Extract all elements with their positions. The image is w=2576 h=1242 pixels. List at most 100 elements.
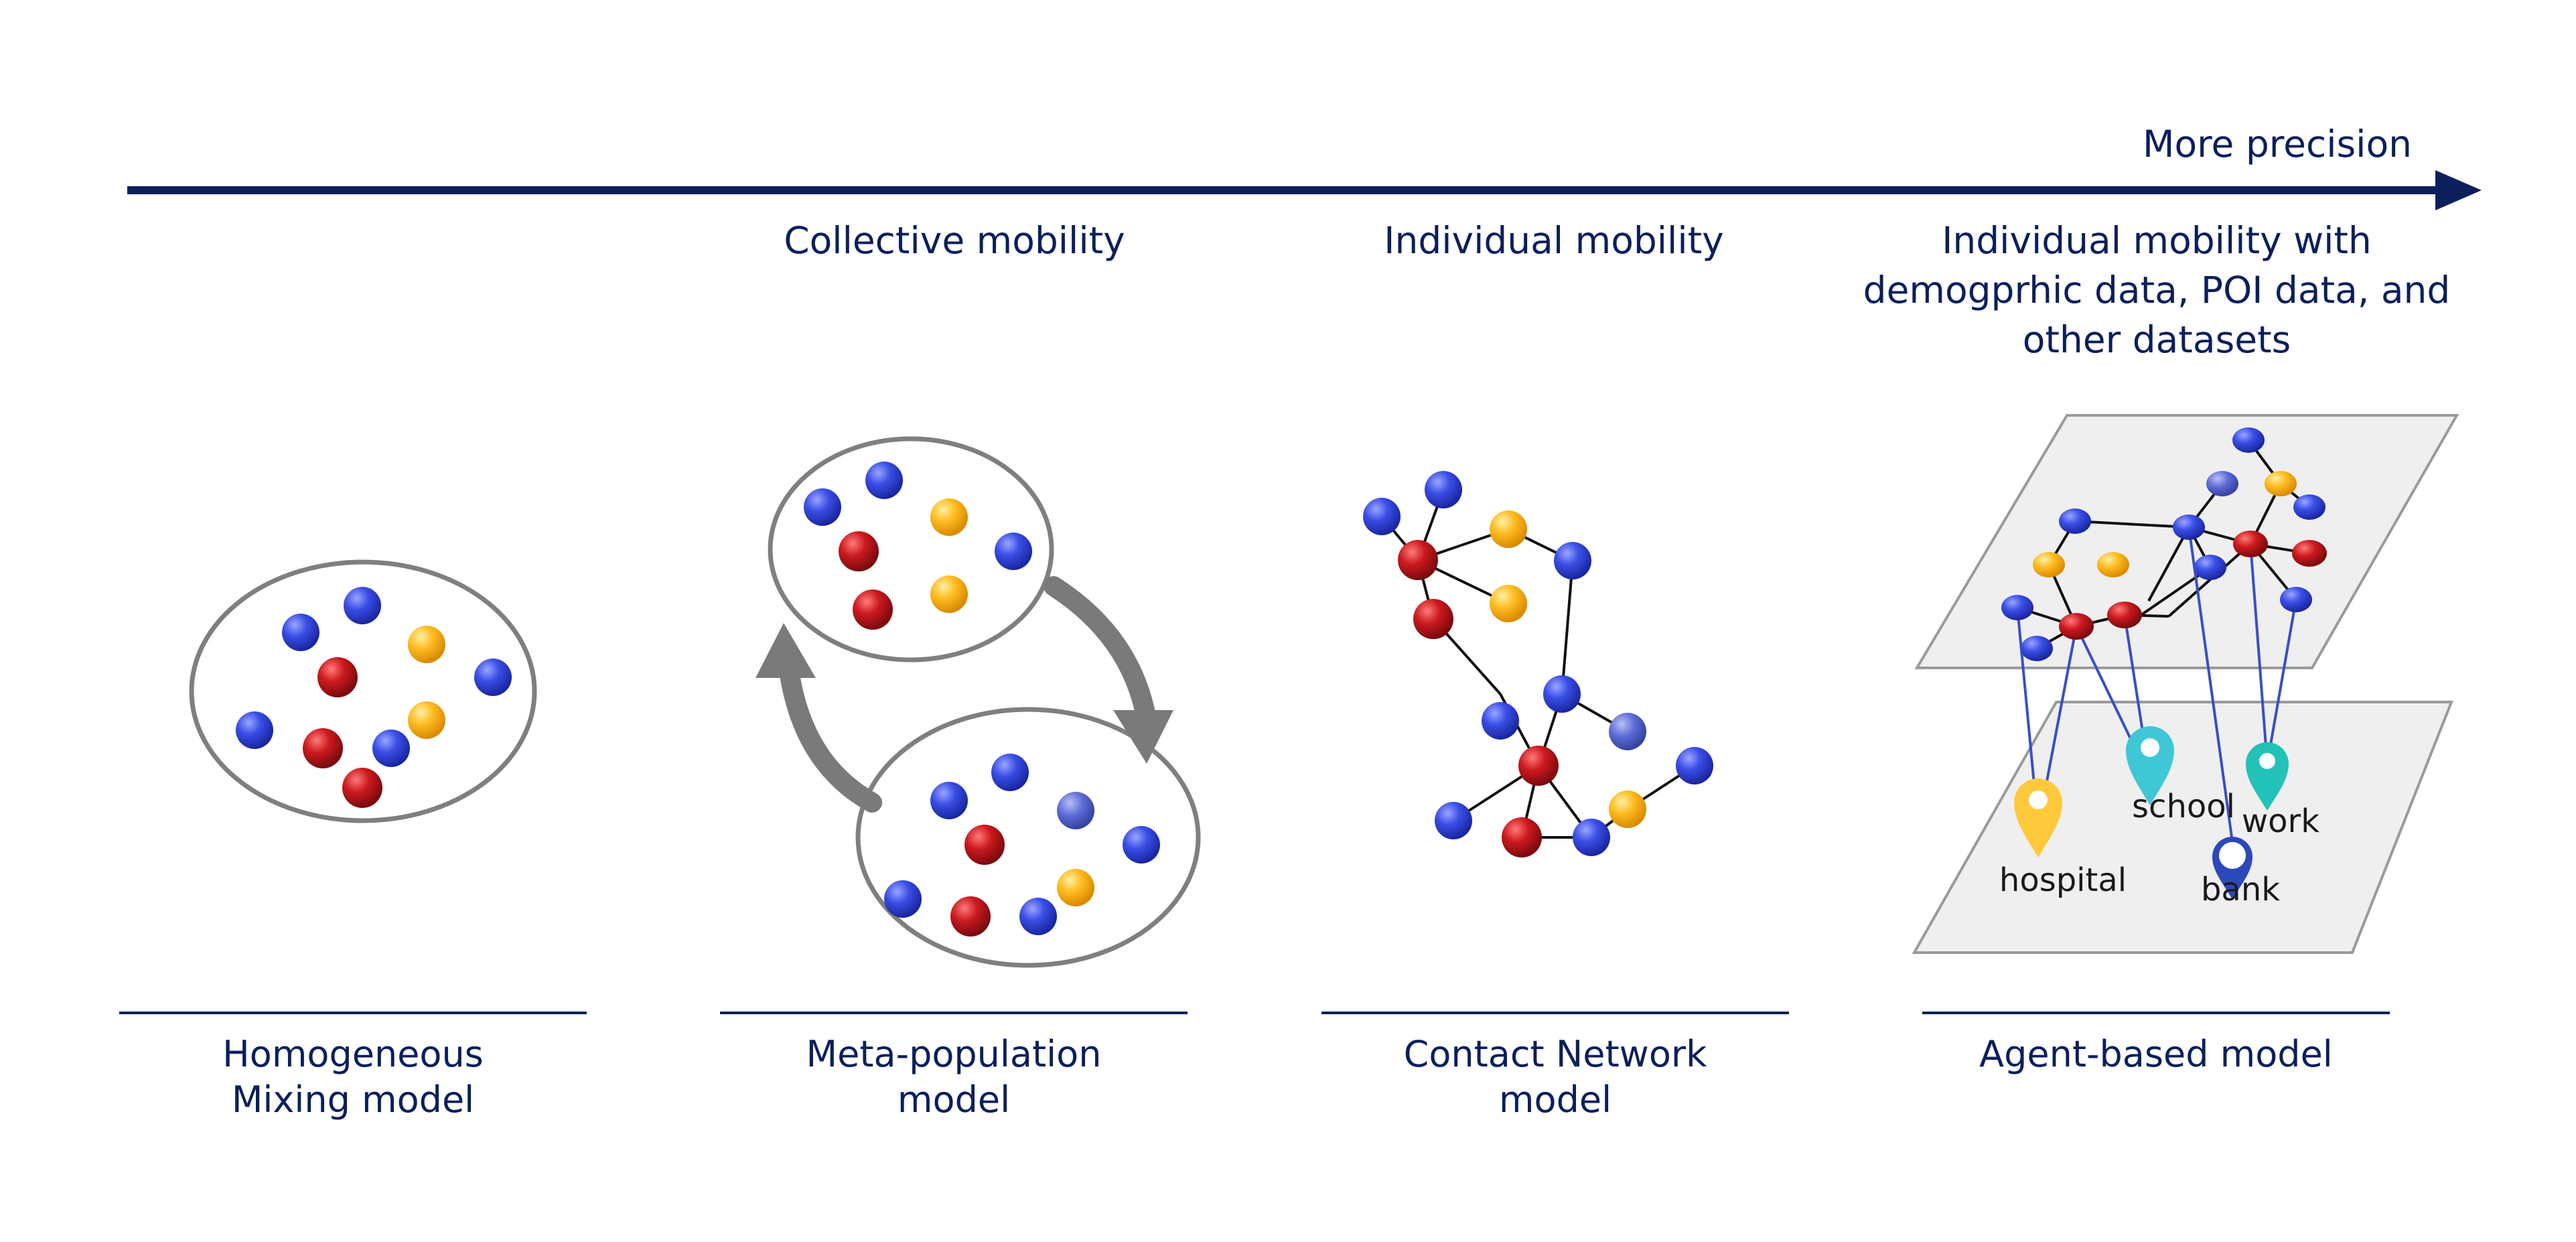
node-red (853, 590, 893, 630)
node-yellow (1057, 869, 1094, 906)
header-line: other datasets (2022, 318, 2291, 361)
node-yellow (1490, 585, 1527, 622)
work-pin-icon (2246, 742, 2289, 811)
agent-based-panel (1912, 414, 2459, 954)
header-line: demogprhic data, POI data, and (1863, 269, 2451, 312)
node-blue (344, 587, 381, 624)
node-blue (1425, 471, 1462, 508)
node-blue (1123, 826, 1160, 864)
panel-header-meta-population: Collective mobility (784, 219, 1125, 262)
subpopulation-ellipse-bottom (855, 707, 1201, 968)
node-blue (2280, 587, 2312, 612)
panel-header-contact-network: Individual mobility (1384, 219, 1724, 262)
caption-line: Agent-based model (1979, 1033, 2333, 1075)
node-blue (1435, 802, 1472, 839)
node-blue (930, 782, 968, 819)
homogeneous-panel (189, 559, 537, 823)
node-red (1413, 599, 1453, 639)
node-yellow (1490, 510, 1527, 548)
node-blue (1543, 675, 1581, 713)
poi-plane (1912, 701, 2453, 954)
node-blue (2059, 508, 2091, 534)
poi-links (2016, 527, 2297, 843)
caption-contact-network: Contact Network model (1321, 1032, 1789, 1123)
node-yellow (408, 626, 445, 663)
poi-label-bank: bank (2200, 871, 2281, 908)
caption-line: model (1498, 1079, 1612, 1121)
node-blue (2293, 494, 2325, 520)
caption-meta-population: Meta-population model (720, 1032, 1188, 1123)
node-red (839, 531, 879, 571)
precision-arrow (127, 170, 2482, 210)
node-blue (1363, 498, 1401, 535)
node-blue (884, 880, 922, 918)
node-blue-pale (1057, 792, 1094, 829)
node-blue (2194, 555, 2226, 580)
node-blue (991, 754, 1029, 791)
flow-arrow-right (1044, 576, 1157, 730)
node-blue (372, 730, 410, 767)
contact-network-panel (1363, 471, 1713, 857)
node-blue (1676, 747, 1713, 784)
node-blue (2232, 427, 2265, 453)
node-blue (236, 711, 273, 749)
node-blue (1019, 898, 1057, 935)
caption-line: Meta-population (806, 1033, 1102, 1075)
node-blue (2021, 636, 2053, 661)
caption-line: Homogeneous (222, 1033, 484, 1075)
node-red (964, 825, 1005, 865)
node-red (2107, 602, 2142, 628)
node-yellow (1609, 790, 1646, 828)
node-blue (2001, 595, 2033, 620)
network-plane (1914, 414, 2459, 669)
node-yellow (2265, 471, 2297, 496)
node-yellow (930, 575, 968, 613)
flow-arrow-left (779, 660, 882, 813)
node-blue (804, 488, 841, 526)
poi-label-hospital: hospital (1999, 861, 2127, 899)
axis-label: More precision (2143, 123, 2412, 165)
node-yellow (2097, 552, 2129, 577)
precision-arrow-head (2435, 170, 2482, 210)
flow-arrow-left-head (756, 623, 816, 678)
node-blue (995, 533, 1032, 570)
node-red (2233, 531, 2268, 557)
flow-arrow-right-head (1113, 710, 1173, 764)
node-red (303, 728, 343, 768)
node-red (342, 768, 382, 808)
node-red (2292, 540, 2327, 567)
node-blue (1482, 702, 1519, 740)
node-red (1518, 746, 1559, 786)
population-ellipse (189, 559, 537, 823)
node-blue (282, 614, 319, 651)
node-red (950, 896, 991, 937)
node-red (2059, 613, 2094, 640)
node-blue-pale (2206, 471, 2238, 496)
caption-line: model (897, 1079, 1011, 1121)
node-red (1398, 540, 1438, 580)
node-yellow (408, 701, 445, 739)
poi-label-school: school (2132, 788, 2235, 825)
node-yellow (2033, 552, 2065, 577)
node-blue (1554, 542, 1591, 579)
caption-homogeneous: Homogeneous Mixing model (119, 1032, 587, 1123)
node-blue-pale (1609, 713, 1646, 750)
node-red (1502, 817, 1542, 857)
node-red (317, 657, 358, 697)
node-blue (865, 462, 903, 499)
caption-line: Contact Network (1403, 1033, 1707, 1075)
panel-header-agent-based: Individual mobility with demogprhic data… (1855, 216, 2458, 364)
subpopulation-ellipse-top (768, 436, 1054, 663)
school-pin-icon (2126, 726, 2174, 805)
node-yellow (930, 498, 968, 536)
meta-population-panel (756, 436, 1201, 968)
hospital-pin-icon (2014, 778, 2062, 857)
caption-line: Mixing model (231, 1079, 475, 1121)
header-line: Individual mobility with (1942, 219, 2372, 262)
node-blue (2173, 514, 2205, 540)
node-blue (1573, 819, 1610, 856)
node-blue (474, 659, 512, 696)
bank-pin-icon (2212, 837, 2252, 900)
poi-label-work: work (2241, 803, 2320, 840)
